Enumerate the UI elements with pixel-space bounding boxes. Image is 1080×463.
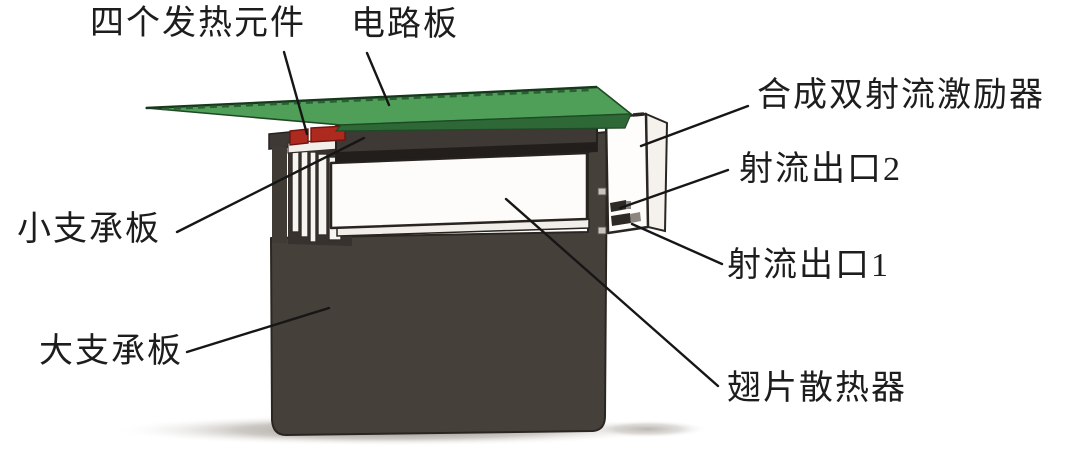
leader-actuator — [639, 104, 750, 148]
large-support-plate-shape — [270, 131, 608, 436]
leader-heating-elements — [282, 50, 309, 136]
circuit-board-front-edge — [334, 113, 632, 132]
label-jet-outlet-2: 射流出口2 — [739, 151, 902, 188]
label-large-support-plate: 大支承板 — [39, 333, 183, 370]
leader-finned-heatsink — [504, 197, 720, 388]
jet-outlet-1-flange — [630, 212, 641, 223]
leader-circuit-board — [365, 51, 391, 107]
label-dual-jet-actuator: 合成双射流激励器 — [757, 77, 1045, 114]
left-post-cap — [268, 131, 291, 150]
jet-outlet-1-shape — [611, 213, 631, 226]
circuit-board-back-edge — [145, 85, 598, 110]
small-support-plate-shadow-band — [336, 142, 597, 162]
leader-large-plate — [185, 306, 331, 354]
ground-shadow-tail — [588, 420, 708, 438]
leader-small-plate — [175, 136, 366, 234]
leader-jet-outlet-2 — [618, 168, 730, 210]
heatsink-side-panel — [329, 151, 589, 230]
label-heating-elements: 四个发热元件 — [90, 5, 306, 42]
label-small-support-plate: 小支承板 — [17, 211, 161, 248]
leader-jet-outlet-1 — [630, 222, 724, 266]
actuator-side-face — [644, 112, 669, 233]
label-circuit-board: 电路板 — [351, 6, 459, 43]
label-finned-heatsink: 翅片散热器 — [727, 370, 907, 407]
fastener-screws — [597, 187, 607, 235]
jet-outlet-2-shape — [610, 200, 627, 212]
label-jet-outlet-1: 射流出口1 — [727, 247, 890, 284]
left-post-body — [272, 147, 287, 243]
leader-lines — [175, 50, 750, 388]
